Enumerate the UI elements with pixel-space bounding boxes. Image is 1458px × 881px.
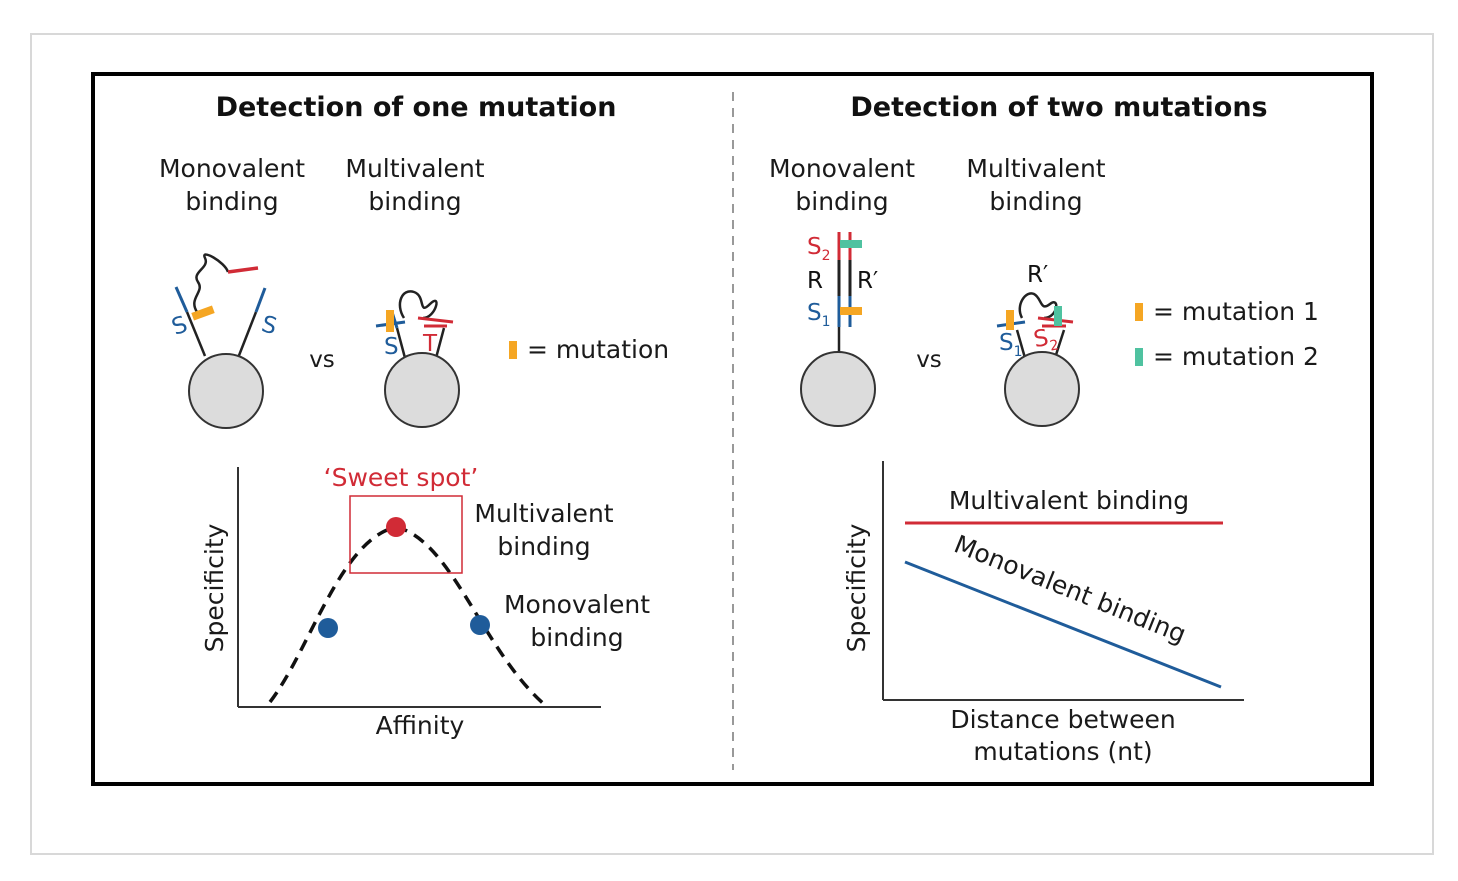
strand-label-s: S bbox=[259, 311, 280, 340]
left-multivalent-heading-line1: Multivalent bbox=[345, 154, 484, 183]
mutation-marker bbox=[191, 305, 215, 321]
multivalent-point-label-line2: binding bbox=[497, 532, 590, 561]
target-end-strand bbox=[227, 266, 259, 274]
linker-strand bbox=[395, 327, 407, 359]
right-multivalent-heading-line1: Multivalent bbox=[966, 154, 1105, 183]
monovalent-point-label-line1: Monovalent bbox=[504, 590, 650, 619]
multivalent-line-label: Multivalent binding bbox=[949, 486, 1189, 515]
strand-label-rprime: R′ bbox=[1027, 262, 1048, 288]
left-monovalent-heading-line1: Monovalent bbox=[159, 154, 305, 183]
target-strand bbox=[398, 290, 438, 320]
mutation-marker bbox=[386, 310, 394, 332]
probe-strand-s bbox=[174, 286, 189, 313]
sweet-spot-box bbox=[349, 495, 463, 574]
right-panel-title: Detection of two mutations bbox=[850, 92, 1267, 123]
bead bbox=[384, 352, 460, 428]
monovalent-point-label-line2: binding bbox=[530, 623, 623, 652]
left-multivalent-schematic: S T bbox=[375, 290, 460, 428]
right-multivalent-heading-line2: binding bbox=[989, 187, 1082, 216]
bead bbox=[800, 351, 876, 427]
probe-bar-t bbox=[417, 316, 454, 324]
bead bbox=[188, 353, 264, 429]
strand-label-s: S bbox=[384, 334, 399, 360]
mutation2-legend-swatch bbox=[1135, 348, 1143, 366]
mutation2-marker bbox=[840, 240, 862, 248]
strand-label-s1: S1 bbox=[999, 330, 1023, 360]
right-monovalent-schematic: S2 R R′ S1 bbox=[800, 232, 878, 427]
mutation1-legend-label: = mutation 1 bbox=[1153, 297, 1319, 326]
strand-label-rprime: R′ bbox=[857, 268, 878, 294]
monovalent-point-high bbox=[470, 615, 490, 635]
right-monovalent-heading-line1: Monovalent bbox=[769, 154, 915, 183]
x-axis-label-line2: mutations (nt) bbox=[973, 737, 1152, 766]
bead bbox=[1004, 351, 1080, 427]
strand-label-r: R bbox=[807, 268, 823, 294]
mutation-legend-label: = mutation bbox=[527, 335, 669, 364]
monovalent-line bbox=[904, 560, 1222, 689]
mutation1-marker bbox=[840, 307, 862, 315]
x-axis-label-line1: Distance between bbox=[950, 705, 1175, 734]
multivalent-point bbox=[386, 517, 406, 537]
left-monovalent-heading-line2: binding bbox=[185, 187, 278, 216]
y-axis-label: Specificity bbox=[842, 523, 871, 652]
mutation1-marker bbox=[1006, 310, 1014, 330]
strand-label-t: T bbox=[422, 331, 438, 357]
strand-label-s2: S2 bbox=[807, 234, 831, 264]
right-multivalent-schematic: S1 S2 R′ bbox=[996, 262, 1080, 427]
mutation2-legend-label: = mutation 2 bbox=[1153, 342, 1319, 371]
linker-strand bbox=[1015, 329, 1027, 359]
linker-strand bbox=[1053, 329, 1066, 359]
probe-strand-s bbox=[254, 287, 267, 313]
right-monovalent-heading-line2: binding bbox=[795, 187, 888, 216]
linker-strand bbox=[434, 327, 446, 359]
monovalent-point-low bbox=[318, 618, 338, 638]
target-strand bbox=[193, 253, 230, 313]
mutation2-marker bbox=[1054, 306, 1062, 326]
left-monovalent-schematic: S S bbox=[168, 253, 280, 429]
strand-label-s2: S2 bbox=[1032, 324, 1060, 358]
left-vs-label: vs bbox=[309, 347, 335, 373]
linker-strand bbox=[185, 311, 207, 357]
mutation-legend-swatch bbox=[509, 341, 517, 359]
multivalent-point-label-line1: Multivalent bbox=[474, 499, 613, 528]
x-axis-label: Affinity bbox=[376, 711, 465, 740]
left-panel-title: Detection of one mutation bbox=[216, 92, 617, 123]
right-vs-label: vs bbox=[916, 347, 942, 373]
strand-label-s1: S1 bbox=[807, 300, 831, 330]
sweet-spot-label: ‘Sweet spot’ bbox=[324, 463, 479, 492]
linker-strand bbox=[236, 311, 258, 359]
mutation1-legend-swatch bbox=[1135, 303, 1143, 321]
left-chart: Affinity Specificity ‘Sweet spot’ Multiv… bbox=[200, 463, 650, 740]
left-multivalent-heading-line2: binding bbox=[368, 187, 461, 216]
y-axis-label: Specificity bbox=[200, 523, 229, 652]
